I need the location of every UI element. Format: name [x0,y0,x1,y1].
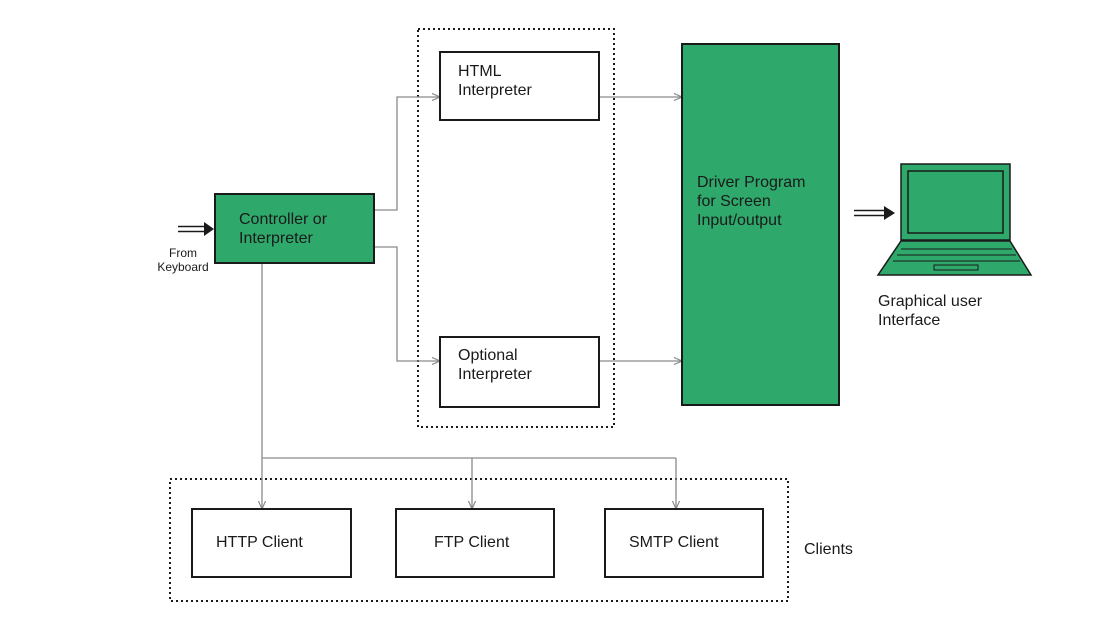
gui-output-arrow [854,206,895,220]
driver-program-label: Driver Program for Screen Input/output [697,174,806,230]
driver-program-box [681,43,840,406]
ftp-client-box [395,508,555,578]
smtp-client-box [604,508,764,578]
connector-controller-to-optional [374,246,440,361]
html-interpreter-box [439,51,600,121]
http-client-label: HTTP Client [216,534,303,551]
html-interpreter-label: HTML Interpreter [458,63,532,100]
laptop-icon [876,163,1033,276]
ftp-client-label: FTP Client [434,534,510,551]
connectors [262,97,682,509]
controller-label: Controller or Interpreter [239,211,328,248]
optional-interpreter-label: Optional Interpreter [458,347,532,384]
connector-controller-to-html [374,97,440,211]
optional-interpreter-box [439,336,600,408]
http-client-box [191,508,352,578]
from-keyboard-label: From Keyboard [157,246,209,275]
clients-group-label: Clients [804,541,853,558]
interpreter-group-border [417,28,615,428]
controller-box [214,193,375,264]
keyboard-input-arrow [178,222,214,236]
gui-label: Graphical user Interface [878,293,983,330]
smtp-client-label: SMTP Client [629,534,719,551]
